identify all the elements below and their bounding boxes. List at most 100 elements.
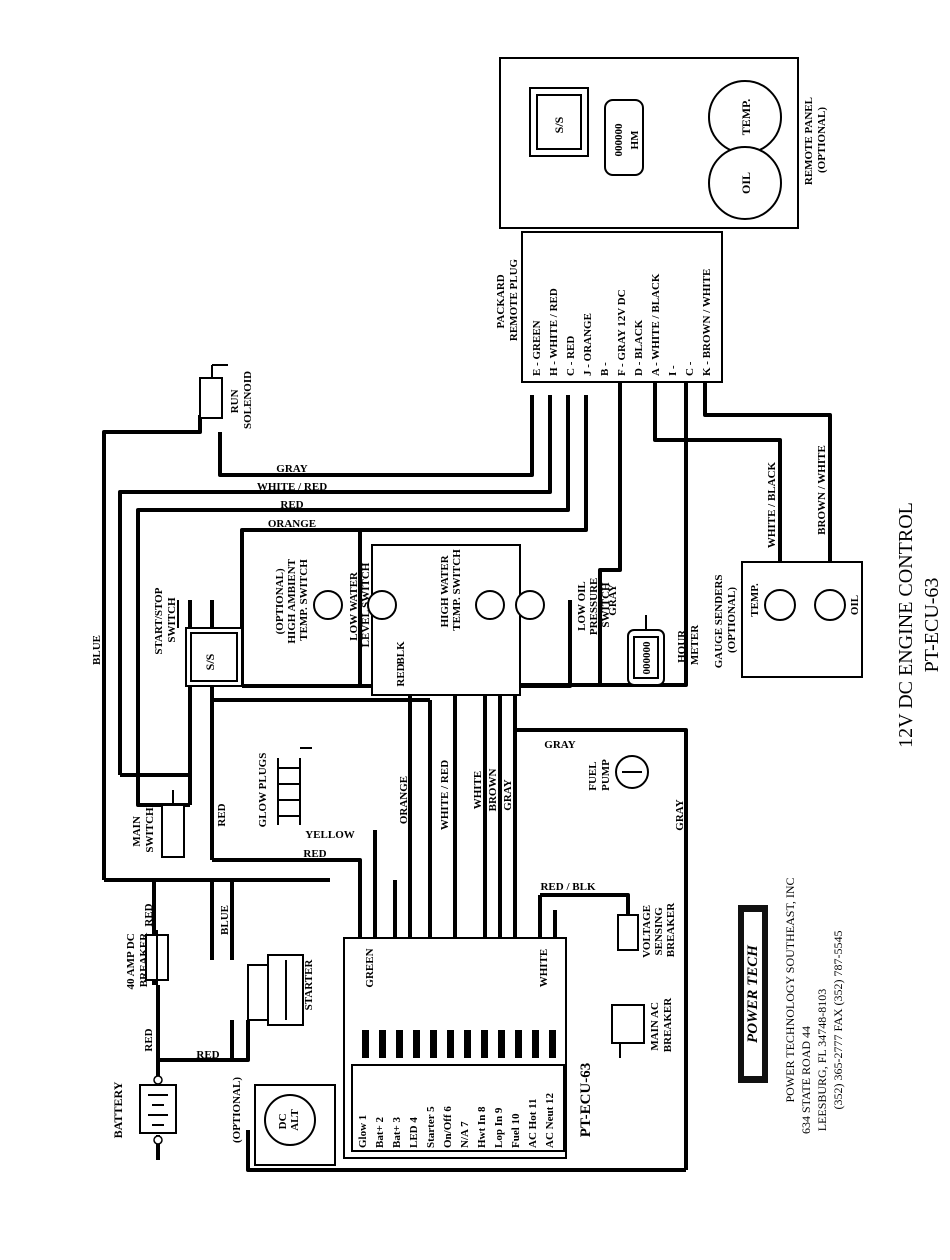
start-stop-ss-text: S/S (203, 653, 217, 670)
dc-alt-label: DC ALT (277, 1109, 301, 1131)
shutdown-switches-box (313, 544, 545, 696)
ecu-terminal: N/A 7 (459, 1121, 471, 1148)
wire-label-red-ss: RED (216, 803, 228, 826)
ecu-green-wire: GREEN (364, 948, 376, 987)
gauge-temp-label: TEMP. (749, 583, 761, 617)
wire-label-blue-starter: BLUE (219, 905, 231, 935)
wire-label-red-breaker: RED (143, 903, 155, 926)
wire-label-gray-pump: GRAY (544, 739, 575, 751)
ecu-terminal-pin (549, 1030, 556, 1058)
battery-label: BATTERY (111, 1081, 125, 1138)
remote-hm-label: HM (629, 130, 641, 150)
breaker-40amp-symbol (145, 930, 169, 985)
ecu-terminal: On/Off 6 (442, 1106, 454, 1148)
company-logo-text: POWER TECH (745, 944, 761, 1043)
voltage-sensing-breaker-symbol (617, 914, 639, 951)
ecu-terminal: Bat+ 3 (391, 1116, 403, 1148)
company-phone: (352) 365-2777 FAX (352) 787-5545 (831, 930, 845, 1109)
wire-label-gray-top: GRAY (276, 463, 307, 475)
remote-hm-counter: 000000 (613, 123, 625, 157)
main-switch-label: MAIN SWITCH (131, 807, 156, 853)
glow-plugs-label: GLOW PLUGS (257, 753, 269, 828)
packard-pin: B - (599, 362, 611, 376)
wire-label-orange-ecu: ORANGE (398, 776, 410, 824)
packard-pin: H - WHITE / RED (548, 288, 560, 376)
company-city: LEESBURG, FL 34748-8103 (815, 989, 829, 1132)
ecu-terminal: Hwt In 8 (476, 1106, 488, 1148)
fuel-pump-label: FUEL PUMP (587, 759, 612, 791)
run-solenoid-label: RUN SOLENOID (229, 371, 254, 429)
packard-pin: K - BROWN / WHITE (701, 269, 713, 376)
packard-pin: D - BLACK (633, 319, 645, 376)
ecu-terminal-pin (396, 1030, 403, 1058)
ecu-model-label: PT-ECU-63 (578, 1063, 594, 1137)
wire-label-brown-ecu: BROWN (487, 769, 499, 812)
ecu-terminal: AC Neut 12 (544, 1093, 556, 1148)
packard-pin: F - GRAY 12V DC (616, 289, 628, 376)
fuel-pump-symbol (615, 755, 649, 789)
remote-panel-box (499, 57, 799, 229)
wire-label-blue: BLUE (91, 635, 103, 665)
hour-meter-counter: 000000 (641, 641, 653, 675)
hour-meter-symbol (627, 615, 665, 686)
packard-pin: E - GREEN (531, 320, 543, 376)
wire-label-white-red-ecu: WHITE / RED (439, 760, 451, 830)
remote-temp-label: TEMP. (739, 99, 753, 136)
company-logo (738, 905, 768, 1083)
ecu-terminal-pin (413, 1030, 420, 1058)
wire-label-white-ecu: WHITE (472, 771, 484, 810)
ecu-terminal-pin (447, 1030, 454, 1058)
low-water-label: LOW WATER LEVEL SWITCH (348, 562, 372, 647)
ecu-terminal: Fuel 10 (510, 1113, 522, 1148)
low-oil-label: LOW OIL PRESSURE SWITCH (576, 575, 612, 635)
ecu-terminal-pin (464, 1030, 471, 1058)
remote-panel-label: REMOTE PANEL (OPTIONAL) (803, 95, 828, 185)
wire-label-white-black: WHITE / BLACK (766, 461, 778, 548)
packard-label: PACKARD REMOTE PLUG (495, 258, 520, 341)
ecu-terminal: Starter 5 (425, 1106, 437, 1148)
ecu-terminal: Lop In 9 (493, 1107, 505, 1148)
wire-label-red-blk: RED / BLK (540, 881, 595, 893)
ecu-terminal-pin (498, 1030, 505, 1058)
ecu-terminal: LED 4 (408, 1117, 420, 1148)
wire-label-red-bottom: RED (196, 1049, 219, 1061)
packard-pin: A - WHITE / BLACK (650, 273, 662, 376)
ecu-terminal-pin (379, 1030, 386, 1058)
ecu-terminal: Glow 1 (357, 1115, 369, 1148)
wire-labels: GRAY WHITE / RED RED ORANGE BLUE YELLOW … (91, 445, 828, 1061)
packard-pin: I - (667, 365, 679, 376)
voltage-breaker-label: VOLTAGE SENSING BREAKER (641, 902, 677, 958)
wire-label-red-batt: RED (143, 1028, 155, 1051)
high-water-label: HIGH WATER TEMP. SWITCH (439, 549, 463, 631)
ecu-terminal-pin (481, 1030, 488, 1058)
hour-meter-label: HOUR METER (676, 624, 701, 665)
battery-symbol (139, 1075, 177, 1145)
ecu-terminal-pin (515, 1030, 522, 1058)
packard-pin: C - (684, 361, 696, 376)
main-ac-breaker-symbol (611, 1004, 645, 1058)
alt-optional-label: (OPTIONAL) (231, 1077, 243, 1143)
wire-label-gray-mid: GRAY (607, 584, 619, 615)
ambient-switch-label: (OPTIONAL) HIGH AMBIENT TEMP. SWITCH (274, 556, 310, 643)
starter-symbol (247, 954, 304, 1026)
gauge-oil-label: OIL (849, 595, 861, 615)
diagram-model: PT-ECU-63 (921, 578, 943, 673)
wire-label-gray-ecu: GRAY (502, 779, 514, 810)
ecu-white-wire: WHITE (538, 949, 550, 988)
company-address: 634 STATE ROAD 44 (799, 1026, 813, 1134)
wire-label-red-mid: RED (303, 848, 326, 860)
company-name: POWER TECHNOLOGY SOUTHEAST, INC (783, 877, 797, 1102)
breaker-40amp-label: 40 AMP DC BREAKER (125, 931, 150, 990)
gauge-senders-label: GAUGE SENDERS (OPTIONAL) (713, 572, 738, 669)
main-ac-breaker-label: MAIN AC BREAKER (649, 997, 674, 1052)
dc-alternator-symbol (254, 1084, 336, 1166)
wire-label-red-switch: RED (395, 663, 407, 686)
wire-label-blk: BLK (395, 641, 407, 665)
main-switch-symbol (161, 790, 185, 858)
gauge-senders-box (741, 561, 863, 678)
starter-label: STARTER (303, 959, 315, 1011)
start-stop-switch-symbol (177, 600, 243, 687)
